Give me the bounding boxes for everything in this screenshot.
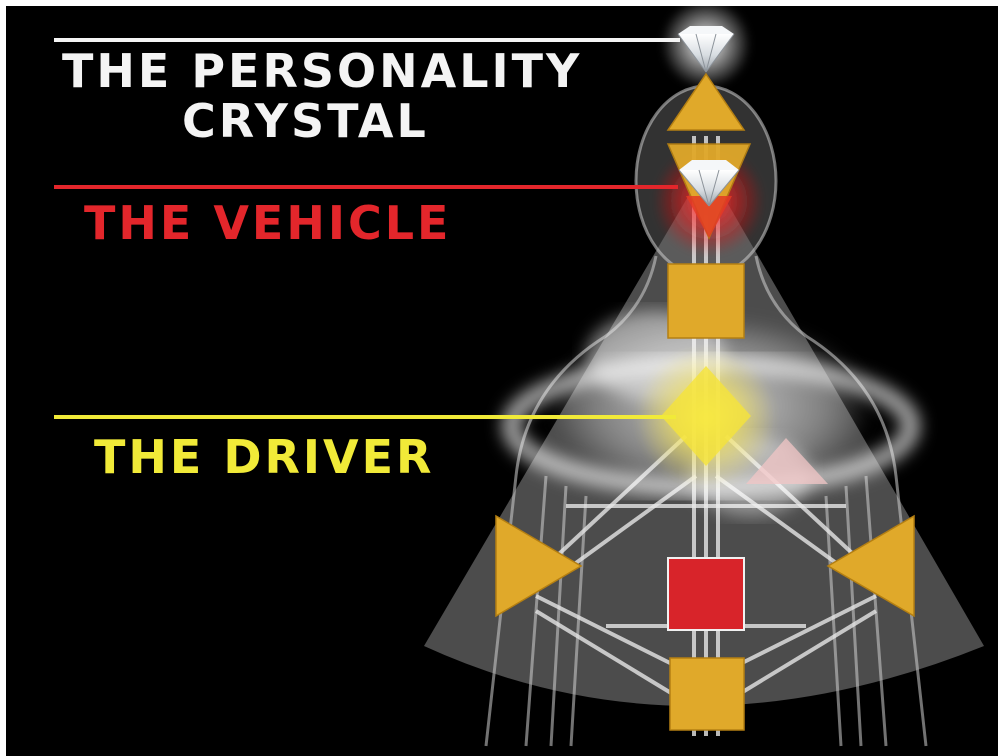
label-driver: The Driver [94, 434, 434, 480]
personality-line-2: Crystal [62, 98, 582, 144]
diagram-panel: The Personality Crystal The Vehicle The … [6, 6, 998, 756]
label-vehicle: The Vehicle [84, 200, 451, 246]
label-personality-crystal: The Personality Crystal [62, 48, 582, 144]
personality-line-1: The Personality [62, 44, 582, 98]
root-center [670, 658, 744, 730]
sacral-center [668, 558, 744, 630]
throat-center [668, 264, 744, 338]
vehicle-text: The Vehicle [84, 196, 451, 250]
driver-text: The Driver [94, 430, 434, 484]
